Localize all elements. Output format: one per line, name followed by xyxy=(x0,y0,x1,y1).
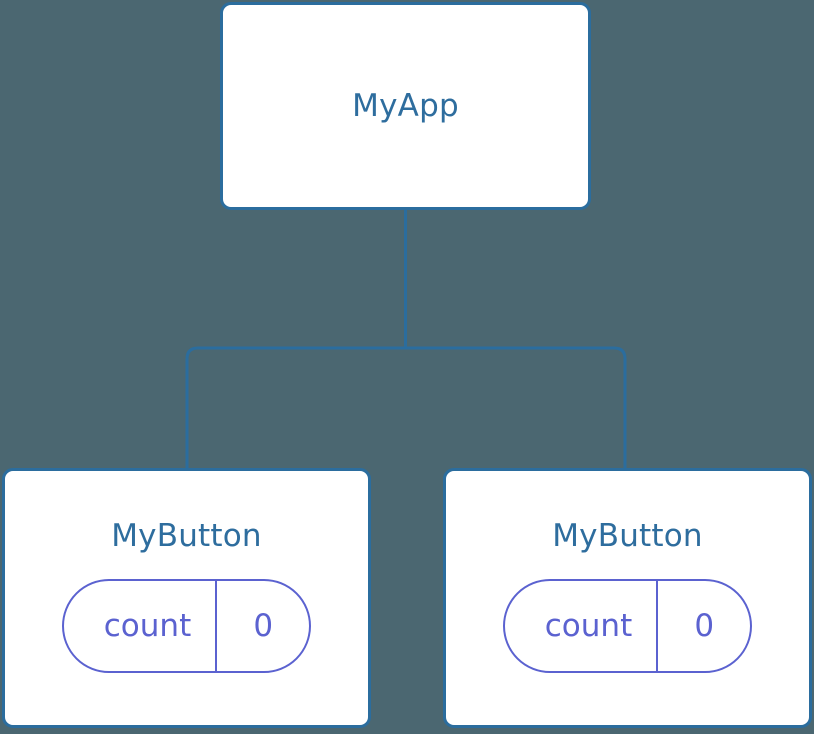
state-pill[interactable]: count 0 xyxy=(502,579,753,673)
tree-node-child-0[interactable]: MyButton count 0 xyxy=(2,468,371,728)
state-pill-divider xyxy=(656,581,659,671)
tree-node-root[interactable]: MyApp xyxy=(220,2,591,210)
node-title: MyApp xyxy=(352,87,459,124)
state-value: 0 xyxy=(694,608,715,644)
state-pill[interactable]: count 0 xyxy=(61,579,312,673)
tree-node-child-1[interactable]: MyButton count 0 xyxy=(443,468,812,728)
state-pill-divider xyxy=(215,581,218,671)
node-title: MyButton xyxy=(111,518,262,554)
state-key: count xyxy=(103,608,192,644)
edge-root-to-child-0 xyxy=(185,346,406,468)
edge-root-to-child-1 xyxy=(405,346,627,468)
state-value: 0 xyxy=(253,608,274,644)
state-key: count xyxy=(544,608,633,644)
node-title: MyButton xyxy=(552,518,703,554)
